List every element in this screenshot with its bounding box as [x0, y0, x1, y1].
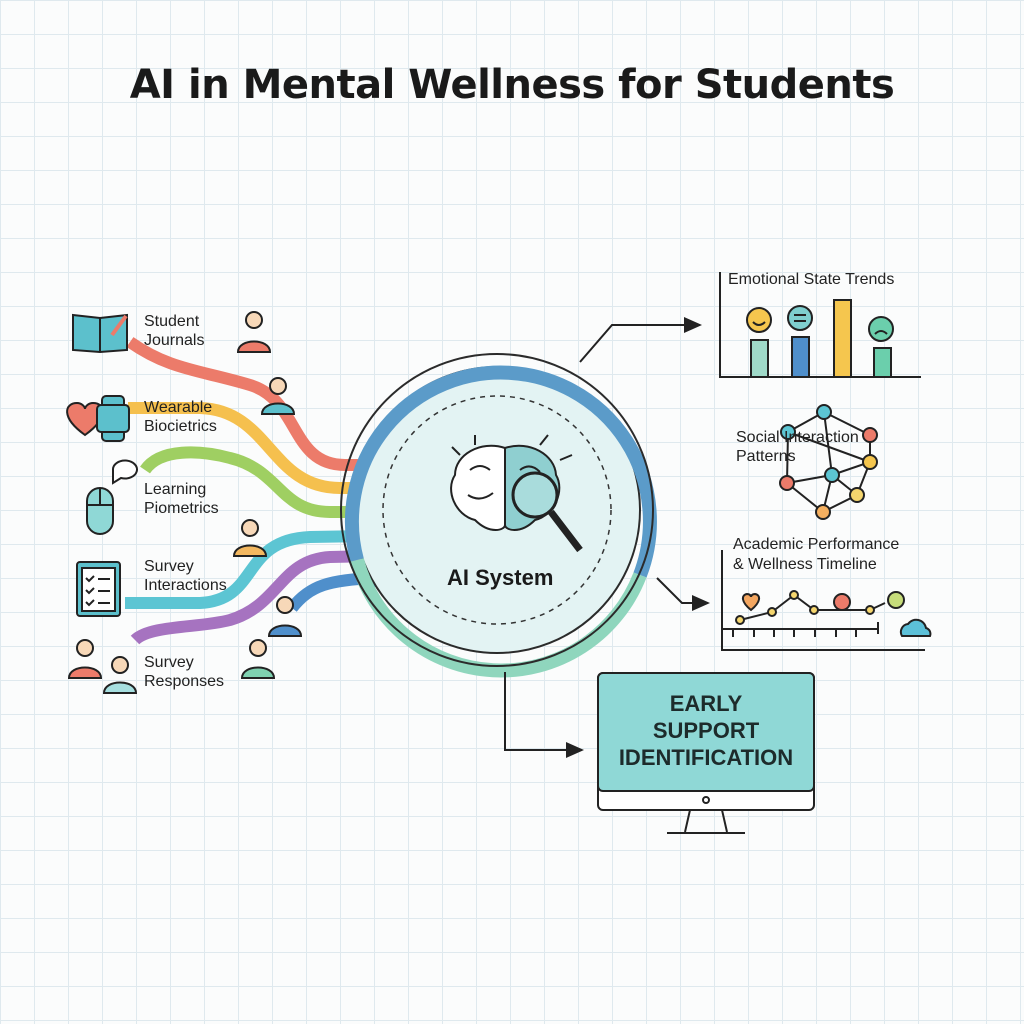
- label-line: Interactions: [144, 577, 227, 594]
- label-line: EARLY: [669, 691, 743, 716]
- label-line: Patterns: [736, 448, 796, 465]
- label-line: Academic Performance: [733, 536, 900, 553]
- emotional-state-chart: [719, 272, 921, 378]
- connector-emotional: [579, 317, 702, 363]
- connector-academic: [656, 577, 710, 611]
- label-line: Survey: [144, 558, 194, 575]
- label-line: SUPPORT: [652, 718, 760, 743]
- happy-face-icon: [746, 307, 772, 333]
- label-line: Responses: [144, 673, 225, 690]
- brain-magnifier-icon: [450, 434, 583, 553]
- social-network-graph: [779, 404, 878, 520]
- emotional-state-title: Emotional State Trends: [728, 271, 895, 288]
- person-icon-2: [260, 377, 296, 415]
- label-line: Survey: [144, 654, 194, 671]
- mouse-icon: [86, 487, 114, 535]
- label-line: Social Interaction: [736, 429, 859, 446]
- label-line: Learning: [144, 481, 207, 498]
- monitor-icon: [597, 672, 815, 834]
- bar-neutral: [791, 336, 810, 378]
- label-line: Journals: [144, 332, 205, 349]
- person-icon-1: [236, 311, 272, 353]
- person-icon-6: [102, 656, 138, 694]
- stream-journals: [126, 337, 420, 471]
- bar-high: [833, 299, 852, 378]
- ai-system-label: AI System: [447, 565, 554, 590]
- bar-happy: [750, 339, 769, 378]
- connector-early: [504, 672, 584, 758]
- academic-timeline-chart: [721, 550, 932, 651]
- person-icon-5: [67, 639, 103, 679]
- label-line: Biocietrics: [144, 418, 217, 435]
- clipboard-icon: [76, 561, 121, 617]
- heart-icon: [741, 592, 761, 612]
- apple-icon: [833, 593, 851, 611]
- stream-responses: [130, 549, 421, 645]
- cloud-icon: [899, 618, 932, 637]
- person-icon-3: [232, 519, 268, 557]
- academic-timeline-title: Academic Performance & Wellness Timeline: [733, 535, 899, 575]
- page-title: AI in Mental Wellness for Students: [129, 62, 895, 108]
- label-line: Student: [144, 313, 200, 330]
- stream-learning: [140, 446, 395, 518]
- label-line: IDENTIFICATION: [618, 745, 794, 770]
- bar-sad: [873, 347, 892, 378]
- neutral-face-icon: [787, 305, 813, 331]
- smartwatch-icon: [96, 395, 130, 442]
- speech-bubble-icon: [111, 459, 138, 485]
- stream-interactions: [125, 529, 421, 609]
- stream-wearable: [128, 402, 418, 494]
- journal-icon: [72, 313, 128, 354]
- sad-face-icon: [868, 316, 894, 342]
- label-line: Wearable: [144, 399, 213, 416]
- apple-icon-2: [887, 591, 905, 609]
- person-icon-4: [267, 596, 303, 637]
- label-line: & Wellness Timeline: [733, 556, 877, 573]
- label-line: Piometrics: [144, 500, 219, 517]
- person-icon-7: [240, 639, 276, 679]
